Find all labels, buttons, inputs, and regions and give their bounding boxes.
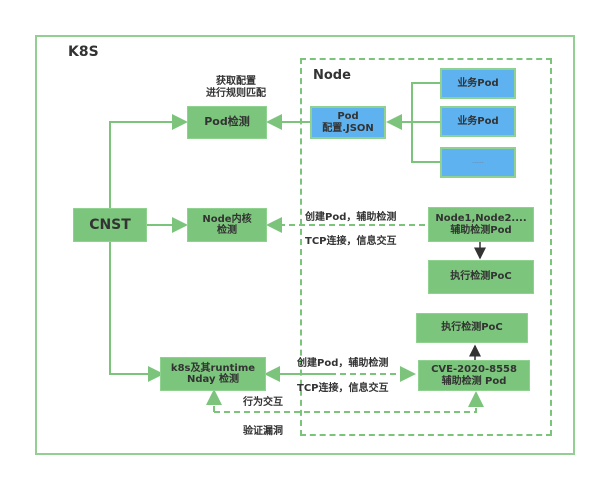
biz-pod-label-3: ...... <box>472 158 484 165</box>
k8s-nday-line1: k8s及其runtime <box>170 362 256 374</box>
pod-detect-label: Pod检测 <box>204 115 250 129</box>
node-kernel-line1: Node内核 <box>202 213 252 225</box>
node-helper-line1: Node1,Node2.... <box>435 213 527 224</box>
behavior-loop-right <box>214 391 484 413</box>
pod-config-box: Pod 配置.JSON <box>310 106 386 139</box>
verify-label: 验证漏洞 <box>243 426 283 437</box>
node-helper-pod-box: Node1,Node2.... 辅助检测Pod <box>428 207 534 242</box>
cve-line1: CVE-2020-8558 <box>431 364 517 375</box>
exec-poc-box-2: 执行检测PoC <box>416 313 528 343</box>
exec-poc-label-1: 执行检测PoC <box>450 271 512 283</box>
node-title: Node <box>313 68 351 83</box>
pod-config-line2: 配置.JSON <box>322 122 374 134</box>
biz-pod-box-3: ...... <box>440 147 516 178</box>
get-config-label: 获取配置 进行规则匹配 <box>206 76 266 100</box>
biz-pod-box-1: 业务Pod <box>440 68 516 99</box>
get-config-label-line1: 获取配置 <box>216 76 256 87</box>
cnst-label: CNST <box>89 216 131 233</box>
node-helper-line2: 辅助检测Pod <box>450 224 512 236</box>
exec-poc-label-2: 执行检测PoC <box>441 322 503 334</box>
k8s-nday-line2: Nday 检测 <box>187 374 239 385</box>
biz-pod-label-2: 业务Pod <box>457 115 499 127</box>
k8s-title: K8S <box>68 44 99 60</box>
node-kernel-box: Node内核 检测 <box>187 208 267 242</box>
cnst-box: CNST <box>73 208 147 242</box>
tcp-label-1: TCP连接，信息交互 <box>305 236 397 247</box>
create-pod-label-2: 创建Pod，辅助检测 <box>297 358 389 369</box>
exec-poc-box-1: 执行检测PoC <box>428 260 534 294</box>
pod-config-line1: Pod <box>337 111 359 122</box>
node-kernel-line2: 检测 <box>217 225 237 236</box>
pod-detect-box: Pod检测 <box>187 106 267 139</box>
bizpods-bracket <box>411 82 440 163</box>
k8s-nday-box: k8s及其runtime Nday 检测 <box>160 357 266 391</box>
get-config-label-line2: 进行规则匹配 <box>206 88 266 99</box>
node-frame <box>300 58 552 436</box>
biz-pod-box-2: 业务Pod <box>440 106 516 137</box>
cnst-to-k8s-nday <box>109 241 164 382</box>
behavior-label: 行为交互 <box>243 397 283 408</box>
cnst-to-pod-detect <box>109 114 188 209</box>
cve-line2: 辅助检测 Pod <box>441 375 507 387</box>
create-pod-label-1: 创建Pod，辅助检测 <box>305 212 397 223</box>
k8s-frame <box>35 35 575 455</box>
tcp-label-2: TCP连接，信息交互 <box>297 383 389 394</box>
cve-helper-pod-box: CVE-2020-8558 辅助检测 Pod <box>418 360 530 391</box>
biz-pod-label-1: 业务Pod <box>457 77 499 89</box>
